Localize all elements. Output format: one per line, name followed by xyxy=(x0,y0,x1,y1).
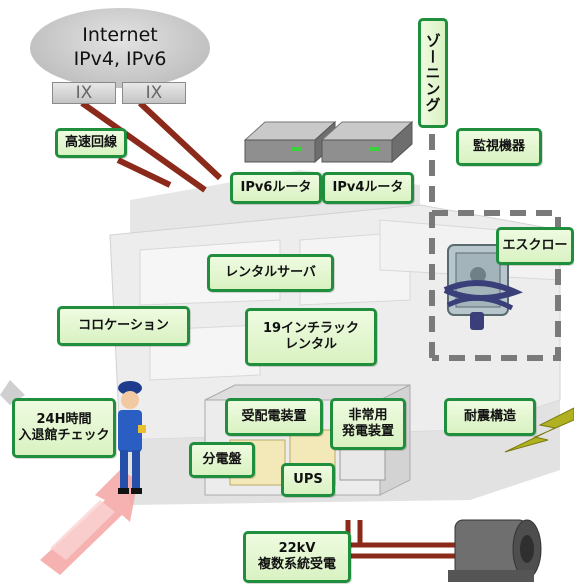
lightning-icon xyxy=(504,407,574,453)
internet-cloud: Internet IPv4, IPv6 xyxy=(30,8,210,88)
zoning-label: ゾーニング xyxy=(418,18,448,128)
rental-server-label: レンタルサーバ xyxy=(207,254,334,292)
internet-protocols: IPv4, IPv6 xyxy=(73,48,167,70)
rack-rental-label: 19インチラック レンタル xyxy=(245,308,377,366)
internet-label: Internet xyxy=(82,24,158,47)
power-receiving-22kv-label: 22kV 複数系統受電 xyxy=(243,531,351,583)
power-lines xyxy=(345,520,460,559)
entry-check-label: 24H時間 入退館チェック xyxy=(12,398,116,458)
ix-box: IX xyxy=(52,82,116,104)
seismic-structure-label: 耐震構造 xyxy=(444,398,536,436)
escrow-label: エスクロー xyxy=(496,227,574,265)
network-links xyxy=(80,100,223,193)
transformer-icon xyxy=(448,519,542,582)
emergency-generator-label: 非常用 発電装置 xyxy=(330,398,406,450)
power-receiving-label: 受配電装置 xyxy=(225,398,323,436)
distribution-board-label: 分電盤 xyxy=(189,442,255,478)
safe-icon xyxy=(443,244,524,330)
ipv6-router-label: IPv6ルータ xyxy=(230,172,322,204)
high-speed-line-label: 高速回線 xyxy=(55,128,127,158)
colocation-label: コロケーション xyxy=(57,306,190,346)
router-icon xyxy=(243,120,337,164)
ipv4-router-label: IPv4ルータ xyxy=(322,172,414,204)
security-guard-icon xyxy=(118,381,146,494)
monitoring-equipment-label: 監視機器 xyxy=(456,128,542,166)
ix-box: IX xyxy=(122,82,186,104)
ups-label: UPS xyxy=(281,463,335,497)
entry-arrow xyxy=(40,470,138,575)
router-icon xyxy=(320,120,414,164)
